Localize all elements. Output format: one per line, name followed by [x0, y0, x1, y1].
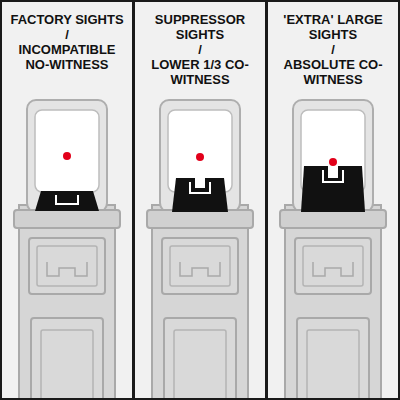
sight-notch	[195, 178, 205, 188]
sight-panel: 'EXTRA' LARGE SIGHTS/ABSOLUTE CO-WITNESS	[266, 0, 400, 400]
red-dot	[329, 158, 337, 166]
panel-art	[14, 100, 120, 400]
panel-art	[147, 100, 253, 400]
red-dot	[63, 152, 71, 160]
rear-sight	[301, 166, 365, 212]
panel-heading: SUPPRESSOR SIGHTS/LOWER 1/3 CO-WITNESS	[141, 12, 259, 87]
heading-text: FACTORY SIGHTS	[8, 12, 126, 27]
heading-text: /	[274, 42, 392, 57]
slide	[147, 100, 253, 400]
heading-text: LOWER 1/3 CO-WITNESS	[141, 57, 259, 87]
heading-text: /	[8, 27, 126, 42]
sight-outline	[323, 170, 343, 182]
sight-notch	[328, 166, 338, 178]
heading-text: /	[141, 42, 259, 57]
heading-text: INCOMPATIBLE NO-WITNESS	[8, 42, 126, 72]
red-dot	[196, 153, 204, 161]
panel-art	[280, 100, 386, 400]
sight-panel: SUPPRESSOR SIGHTS/LOWER 1/3 CO-WITNESS	[133, 0, 267, 400]
slide	[280, 100, 386, 400]
sight-panel: FACTORY SIGHTS/INCOMPATIBLE NO-WITNESS	[0, 0, 134, 400]
heading-text: 'EXTRA' LARGE SIGHTS	[274, 12, 392, 42]
heading-text: ABSOLUTE CO-WITNESS	[274, 57, 392, 87]
slide	[14, 100, 120, 400]
rear-sight	[35, 191, 99, 211]
panel-heading: 'EXTRA' LARGE SIGHTS/ABSOLUTE CO-WITNESS	[274, 12, 392, 87]
sight-notch	[56, 195, 78, 204]
rear-sight	[172, 178, 228, 212]
sight-outline	[190, 182, 210, 193]
heading-text: SUPPRESSOR SIGHTS	[141, 12, 259, 42]
panel-heading: FACTORY SIGHTS/INCOMPATIBLE NO-WITNESS	[8, 12, 126, 72]
